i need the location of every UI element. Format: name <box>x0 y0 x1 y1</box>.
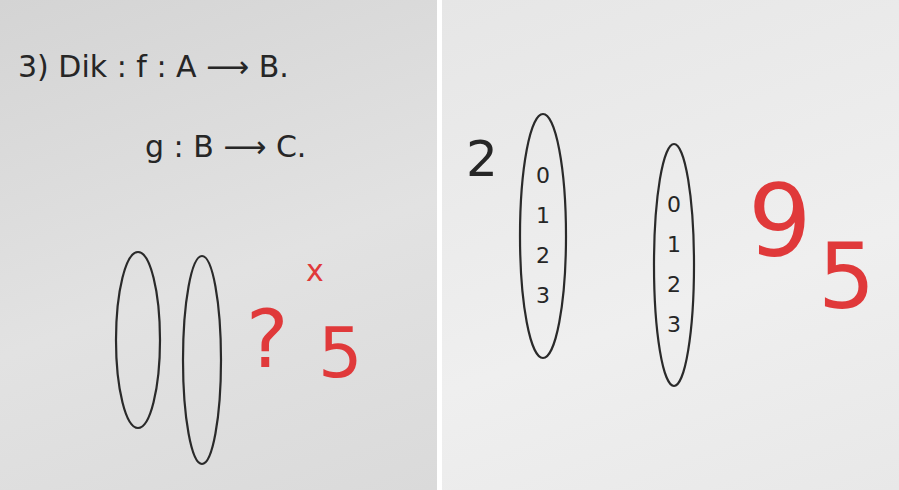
handwritten-statement: 3) Dik : f : A ⟶ B. <box>18 52 289 82</box>
handwritten-statement: g : B ⟶ C. <box>145 132 306 162</box>
oval-outline <box>652 142 696 388</box>
set-element: 3 <box>536 285 550 307</box>
red-mark: 5 <box>318 318 363 388</box>
set-element: 3 <box>667 314 681 336</box>
empty-set-oval <box>116 252 160 428</box>
empty-set-oval <box>183 256 221 464</box>
oval-outline <box>518 112 568 360</box>
set-element: 0 <box>536 165 550 187</box>
set-element: 1 <box>536 205 550 227</box>
red-mark: 5 <box>818 232 875 322</box>
set-element: 1 <box>667 234 681 256</box>
red-mark: 9 <box>748 172 812 272</box>
set-oval: 0 1 2 3 <box>518 112 568 360</box>
set-element: 0 <box>667 194 681 216</box>
set-oval: 0 1 2 3 <box>652 142 696 388</box>
red-mark: x <box>306 256 324 286</box>
red-mark: ? <box>246 300 288 380</box>
set-element: 2 <box>536 245 550 267</box>
handwritten-number: 2 <box>466 134 498 184</box>
set-element: 2 <box>667 274 681 296</box>
